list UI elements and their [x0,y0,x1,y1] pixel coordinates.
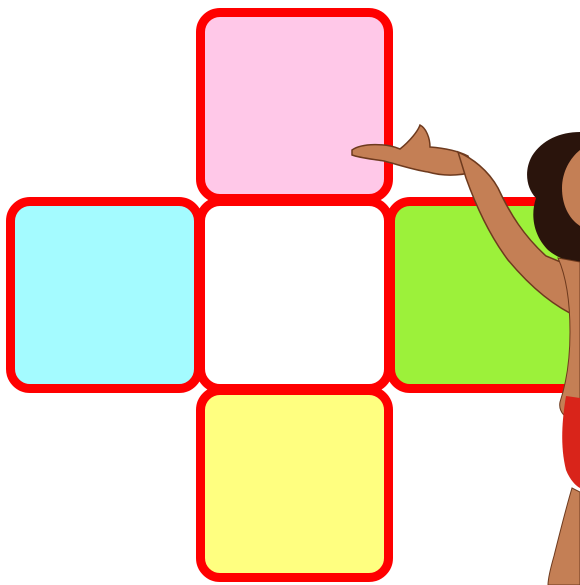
tile-center-white[interactable] [196,197,393,393]
tile-right-green[interactable] [386,197,580,393]
tile-left-cyan[interactable] [6,197,203,393]
tile-bottom-yellow[interactable] [196,386,393,582]
tile-top-pink[interactable] [196,8,393,203]
